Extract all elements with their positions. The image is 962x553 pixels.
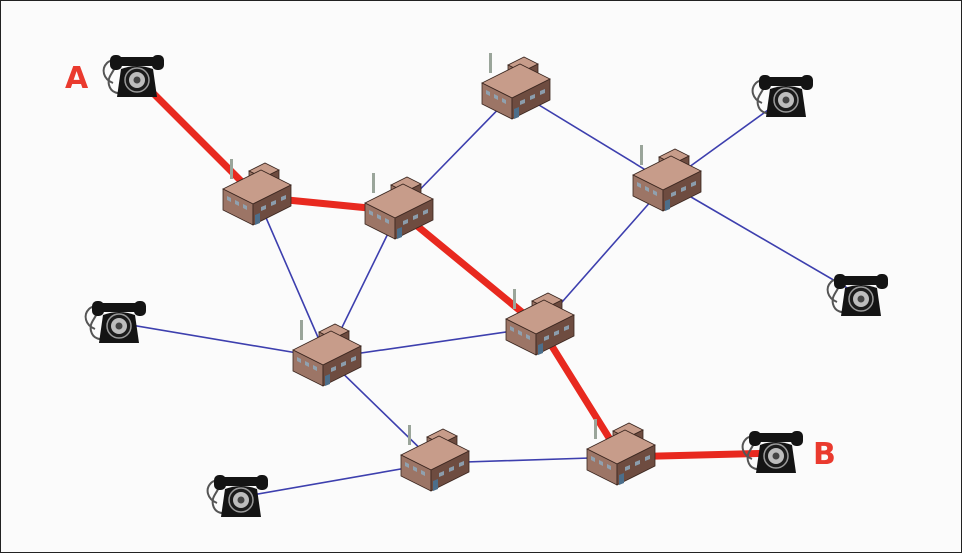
telephone-exchange-building-icon-exchange-5: [292, 319, 362, 387]
telephone-exchange-building-icon-exchange-7: [400, 424, 470, 492]
path-link-exchange-2-exchange-6: [395, 207, 544, 331]
endpoint-label-b: B: [813, 437, 836, 472]
rotary-telephone-icon-phone-a: [102, 54, 165, 98]
telephone-exchange-building-icon-exchange-8: [586, 418, 656, 486]
rotary-telephone-icon-phone-sw: [206, 474, 269, 518]
network-link-exchange-1-exchange-5: [256, 196, 328, 359]
network-link-exchange-4-phone-e: [666, 182, 862, 297]
network-link-exchange-5-exchange-7: [326, 357, 436, 464]
path-link-exchange-6-exchange-8: [536, 323, 625, 461]
rotary-telephone-icon-phone-ne: [751, 74, 814, 118]
endpoint-label-a: A: [65, 61, 89, 96]
network-link-exchange-5-exchange-6: [326, 326, 541, 359]
network-link-exchange-3-exchange-4: [515, 90, 668, 184]
rotary-telephone-icon-phone-nw2: [84, 300, 147, 344]
telephone-exchange-building-icon-exchange-4: [632, 144, 702, 212]
network-link-phone-nw2-exchange-5: [118, 322, 328, 359]
rotary-telephone-icon-phone-e: [826, 273, 889, 317]
telephone-exchange-building-icon-exchange-3: [481, 52, 551, 120]
